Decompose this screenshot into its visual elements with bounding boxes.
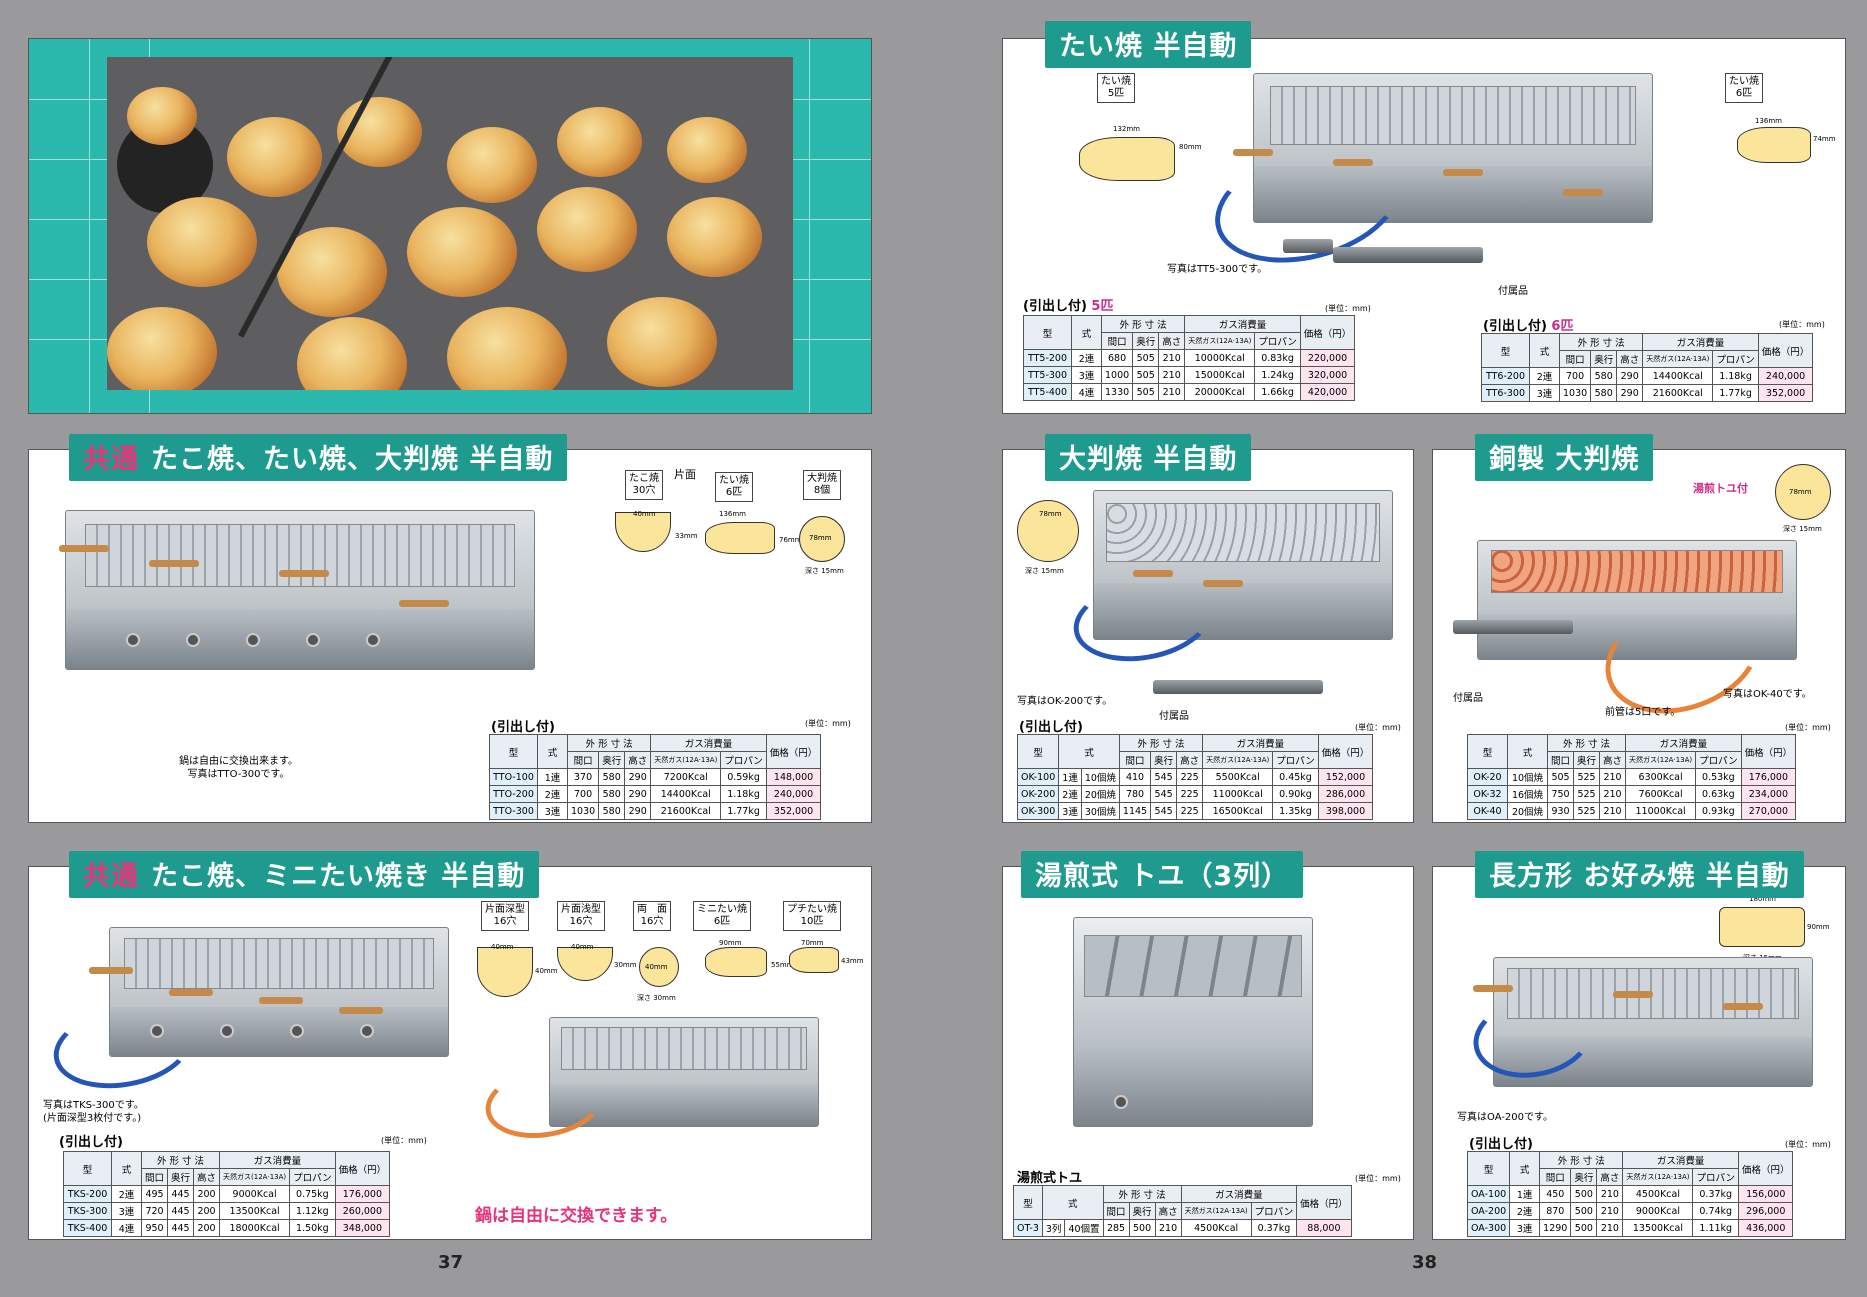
takoyaki-shape: [615, 512, 671, 552]
side-label: 片面: [674, 468, 696, 481]
spec-table-tt6: 型式外 形 寸 法ガス消費量価格（円） 間口奥行高さ天然ガス(12A·13A)プ…: [1481, 333, 1814, 402]
product-photo-okc: [1477, 540, 1797, 660]
page-number-right: 38: [1412, 1252, 1438, 1273]
shape-box-taiyaki: たい焼 6匹: [715, 472, 753, 502]
panel-tks: 共通たこ焼、ミニたい焼き 半自動 写真はTKS-300です。 (片面深型3枚付で…: [28, 851, 872, 1240]
note-tks: 写真はTKS-300です。 (片面深型3枚付です。): [43, 1100, 144, 1124]
panel-ok: 大判焼 半自動 78mm 深さ 15mm 写真はOK-200です。 付属品 (引…: [1002, 434, 1414, 823]
obanyaki-shape: [1017, 500, 1079, 562]
pink-note-okc: 湯煎トユ付: [1693, 482, 1748, 495]
spec-table-tt5: 型式外 形 寸 法ガス消費量価格（円） 間口奥行高さ天然ガス(12A·13A)プ…: [1023, 315, 1356, 401]
panel-title: たい焼 半自動: [1045, 21, 1252, 68]
takoyaki-photo: [107, 57, 793, 390]
panel-ok-copper: 銅製 大判焼 湯煎トユ付 78mm 深さ 15mm 付属品 写真はOK-40です…: [1432, 434, 1846, 823]
panel-title: 銅製 大判焼: [1475, 434, 1654, 481]
product-photo-tto: [65, 510, 535, 670]
product-photo-tks-2: [549, 1017, 819, 1127]
panel-tt: たい焼 半自動 たい焼 5匹 132mm 80mm たい焼 6匹 136mm 7…: [1002, 21, 1846, 414]
product-photo-ot: [1073, 917, 1313, 1127]
product-photo-oa: [1493, 957, 1813, 1087]
note-ok: 写真はOK-200です。: [1017, 696, 1113, 707]
shape-box-takoyaki: たこ焼 30穴: [625, 470, 663, 500]
panel-tto: 共通たこ焼、たい焼、大判焼 半自動 片面 たこ焼 30穴 たい焼 6匹 大判焼 …: [28, 434, 872, 823]
spec-table-ot: 型式外 形 寸 法ガス消費量価格（円） 間口奥行高さ天然ガス(12A·13A)プ…: [1013, 1185, 1352, 1237]
taiyaki-shape: [705, 522, 775, 554]
page-number-left: 37: [438, 1252, 464, 1273]
spec-table-okc: 型式外 形 寸 法ガス消費量価格（円） 間口奥行高さ天然ガス(12A·13A)プ…: [1467, 734, 1797, 820]
panel-oa: 長方形 お好み焼 半自動 180mm 90mm 深さ 15mm 写真はOA-20…: [1432, 851, 1846, 1240]
panel-title: 長方形 お好み焼 半自動: [1475, 851, 1804, 898]
note-oa: 写真はOA-200です。: [1457, 1112, 1554, 1123]
obanyaki-shape: [799, 516, 845, 562]
panel-title: 湯煎式 トユ（3列）: [1021, 851, 1304, 898]
panel-title: 共通たこ焼、たい焼、大判焼 半自動: [69, 434, 568, 481]
panel-title: 共通たこ焼、ミニたい焼き 半自動: [69, 851, 540, 898]
spec-table-oa: 型式外 形 寸 法ガス消費量価格（円） 間口奥行高さ天然ガス(12A·13A)プ…: [1466, 1151, 1794, 1237]
note-pink-tks: 鍋は自由に交換できます。: [475, 1206, 678, 1226]
note-tto: 鍋は自由に交換出来ます。 写真はTTO-300です。: [179, 756, 298, 780]
shape-box-obanyaki: 大判焼 8個: [803, 470, 841, 500]
panel-title: 大判焼 半自動: [1045, 434, 1252, 481]
spec-table-tto: 型式外 形 寸 法ガス消費量価格（円） 間口奥行高さ天然ガス(12A·13A)プ…: [489, 734, 822, 820]
product-photo-tks: [109, 927, 449, 1057]
note-tt: 写真はTT5-300です。: [1167, 264, 1268, 275]
hero-banner: [28, 38, 872, 414]
note-okc: 写真はOK-40です。: [1723, 689, 1812, 700]
product-photo-ok: [1093, 490, 1393, 640]
panel-ot: 湯煎式 トユ（3列） 湯煎式トユ (単位：mm) 型式外 形 寸 法ガス消費量価…: [1002, 851, 1414, 1240]
spec-table-ok: 型式外 形 寸 法ガス消費量価格（円） 間口奥行高さ天然ガス(12A·13A)プ…: [1016, 734, 1374, 820]
spec-table-tks: 型式外 形 寸 法ガス消費量価格（円） 間口奥行高さ天然ガス(12A·13A)プ…: [63, 1151, 391, 1237]
